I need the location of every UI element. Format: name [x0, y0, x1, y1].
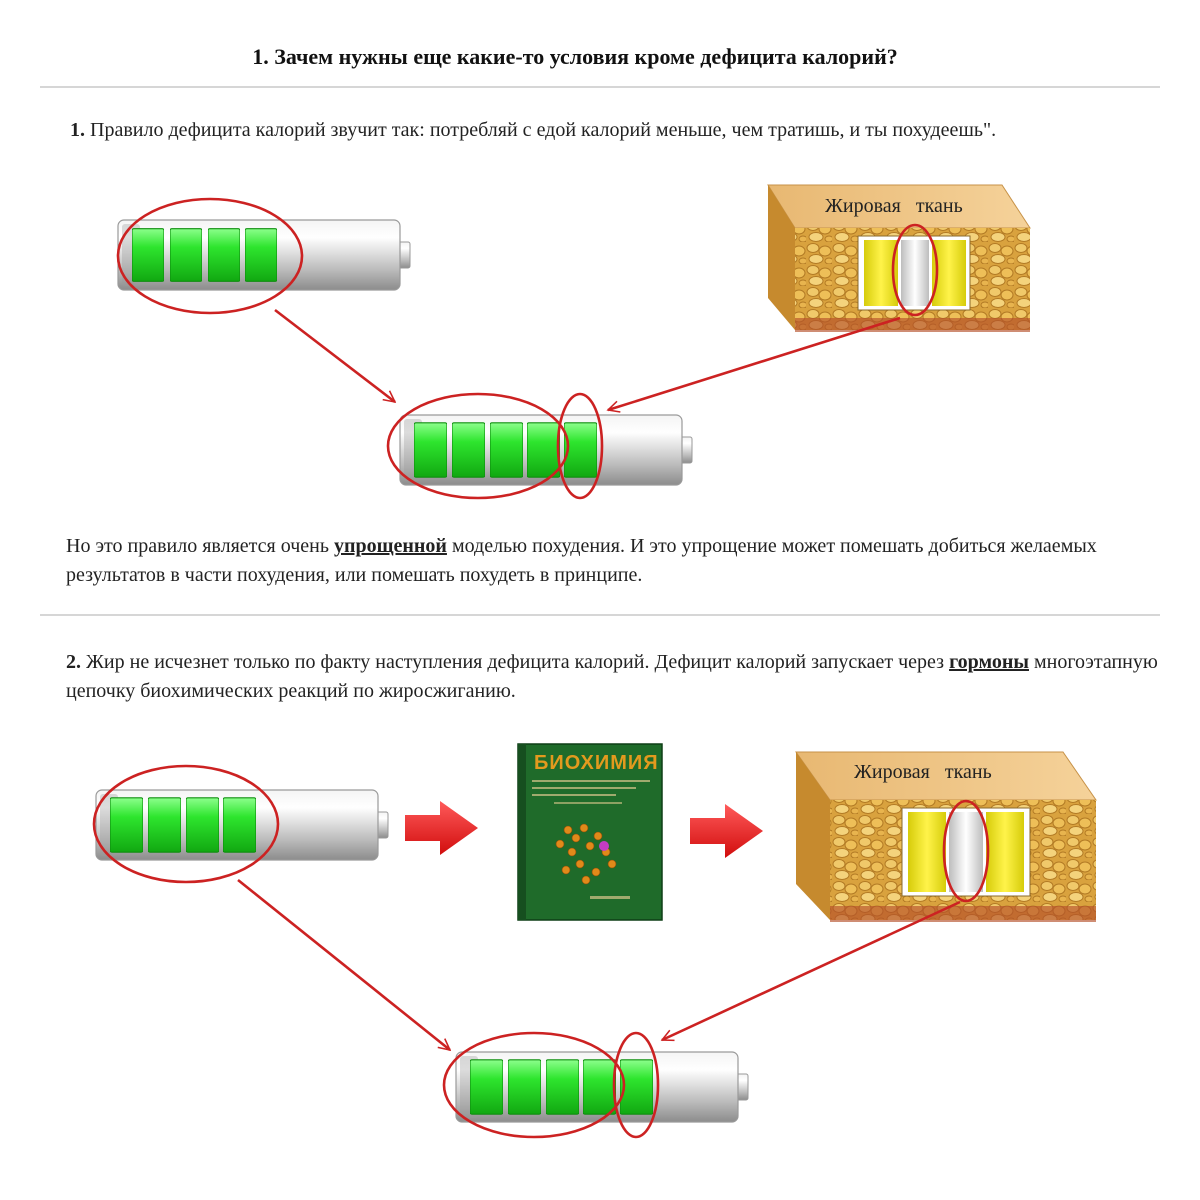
highlight-ellipse	[92, 764, 280, 884]
arrow-connector	[662, 900, 961, 1042]
section2-text-after: многоэтапную цепочку биохимических реакц…	[66, 651, 1158, 702]
highlight-ellipse	[442, 1031, 626, 1139]
book-icon	[517, 743, 663, 921]
arrow-connector	[237, 878, 450, 1050]
highlight-ellipse	[116, 197, 304, 315]
section2-text-before: Жир не исчезнет только по факту наступле…	[86, 651, 950, 673]
arrow-right-icon	[405, 801, 478, 855]
highlight-ellipse	[942, 799, 990, 903]
section2-emphasis: гормоны	[949, 651, 1029, 673]
middle-text-before: Но это правило является очень	[66, 535, 334, 557]
fat-tissue-label: Жировая ткань	[854, 761, 992, 783]
middle-text-after: моделью похудения. И это упрощение может…	[66, 535, 1097, 586]
arrow-connector	[274, 308, 395, 402]
highlight-ellipse	[891, 223, 939, 317]
arrow-right-icon	[690, 804, 763, 858]
arrow-connector	[608, 316, 901, 410]
divider	[40, 86, 1160, 88]
book-title: БИОХИМИЯ	[534, 752, 659, 774]
section1-paragraph: 1. Правило дефицита калорий звучит так: …	[70, 116, 1130, 145]
section2-paragraph: 2. Жир не исчезнет только по факту насту…	[66, 648, 1166, 706]
section1-number: 1.	[70, 119, 85, 141]
fat-tissue-label: Жировая ткань	[825, 195, 963, 217]
page-title: 1. Зачем нужны еще какие-то условия кром…	[252, 44, 898, 69]
section1-text: Правило дефицита калорий звучит так: пот…	[90, 119, 997, 141]
battery-icon	[95, 789, 389, 861]
middle-emphasis: упрощенной	[333, 535, 447, 557]
battery-icon	[455, 1051, 749, 1123]
highlight-ellipse	[386, 392, 570, 500]
section2-number: 2.	[66, 651, 81, 673]
fat-tissue-icon	[767, 184, 1031, 332]
highlight-ellipse	[556, 392, 604, 500]
middle-paragraph: Но это правило является очень упрощенной…	[66, 532, 1166, 590]
divider	[40, 614, 1160, 616]
highlight-ellipse	[612, 1031, 660, 1139]
